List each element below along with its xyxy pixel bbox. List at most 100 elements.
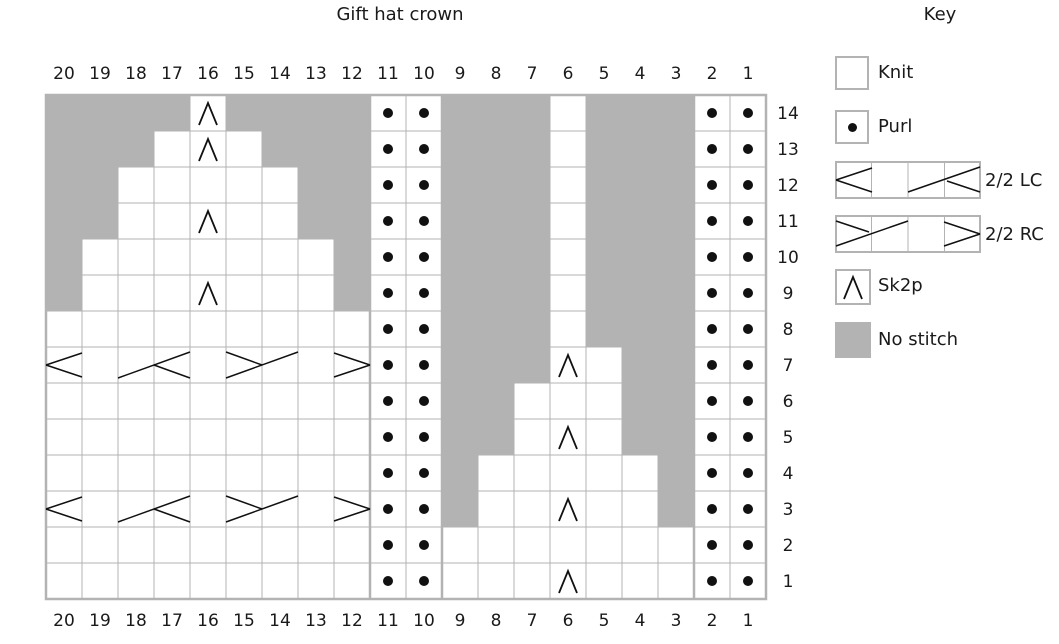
stitch-cell <box>513 346 551 384</box>
stitch-cell <box>117 310 155 348</box>
stitch-cell <box>261 130 299 168</box>
stitch-cell <box>261 202 299 240</box>
stitch-cell <box>81 490 119 528</box>
stitch-cell <box>585 94 623 132</box>
lc-cable-icon <box>45 496 83 510</box>
stitch-cell <box>621 310 659 348</box>
sk2p-icon <box>558 424 578 450</box>
purl-dot-icon <box>707 252 717 262</box>
stitch-cell <box>117 202 155 240</box>
stitch-cell <box>189 526 227 564</box>
purl-dot-icon <box>419 504 429 514</box>
stitch-cell <box>153 490 191 528</box>
stitch-cell <box>297 418 335 456</box>
stitch-cell <box>333 382 371 420</box>
stitch-cell <box>189 490 227 528</box>
column-number-top: 18 <box>125 64 147 84</box>
stitch-cell <box>441 418 479 456</box>
no-stitch-swatch-icon <box>835 322 871 358</box>
purl-dot-icon <box>383 252 393 262</box>
stitch-cell <box>45 238 83 276</box>
row-number: 1 <box>783 572 794 592</box>
stitch-cell <box>297 454 335 492</box>
purl-dot-icon <box>419 288 429 298</box>
purl-dot-icon <box>743 180 753 190</box>
stitch-cell <box>189 238 227 276</box>
column-number-bottom: 18 <box>125 611 147 631</box>
stitch-cell <box>513 238 551 276</box>
purl-dot-icon <box>707 324 717 334</box>
stitch-cell <box>261 346 299 384</box>
column-number-top: 16 <box>197 64 219 84</box>
rc-cable-line <box>225 495 299 523</box>
column-number-top: 5 <box>599 64 610 84</box>
stitch-cell <box>189 274 227 312</box>
column-number-bottom: 6 <box>563 611 574 631</box>
stitch-cell <box>117 166 155 204</box>
sk2p-icon <box>198 136 218 162</box>
stitch-cell <box>189 94 227 132</box>
stitch-cell <box>81 526 119 564</box>
purl-dot-icon <box>383 396 393 406</box>
stitch-cell <box>477 130 515 168</box>
purl-dot-icon <box>743 432 753 442</box>
stitch-cell <box>477 526 515 564</box>
purl-dot-icon <box>419 144 429 154</box>
stitch-cell <box>657 454 695 492</box>
stitch-cell <box>657 382 695 420</box>
stitch-cell <box>261 310 299 348</box>
column-number-bottom: 12 <box>341 611 363 631</box>
stitch-cell <box>261 562 299 600</box>
stitch-cell <box>117 490 155 528</box>
stitch-cell <box>45 382 83 420</box>
stitch-cell <box>189 346 227 384</box>
stitch-cell <box>477 382 515 420</box>
stitch-cell <box>189 130 227 168</box>
stitch-cell <box>153 274 191 312</box>
purl-dot-icon <box>743 288 753 298</box>
chart-border <box>44 93 768 601</box>
stitch-cell <box>261 454 299 492</box>
stitch-cell <box>513 310 551 348</box>
rc-cable-icon <box>225 495 263 510</box>
stitch-cell <box>45 310 83 348</box>
stitch-cell <box>513 202 551 240</box>
stitch-cell <box>117 94 155 132</box>
stitch-cell <box>513 418 551 456</box>
stitch-cell <box>441 562 479 600</box>
stitch-cell <box>657 346 695 384</box>
stitch-cell <box>621 94 659 132</box>
purl-dot-icon <box>707 180 717 190</box>
stitch-cell <box>225 490 263 528</box>
stitch-cell <box>585 274 623 312</box>
stitch-cell <box>117 238 155 276</box>
stitch-cell <box>189 310 227 348</box>
stitch-cell <box>81 202 119 240</box>
purl-dot-icon <box>383 432 393 442</box>
stitch-cell <box>81 274 119 312</box>
sk2p-icon <box>558 568 578 594</box>
column-number-top: 13 <box>305 64 327 84</box>
stitch-cell <box>153 238 191 276</box>
stitch-cell <box>225 454 263 492</box>
column-number-bottom: 5 <box>599 611 610 631</box>
stitch-cell <box>45 94 83 132</box>
stitch-cell <box>225 346 263 384</box>
stitch-cell <box>441 454 479 492</box>
stitch-cell <box>297 274 335 312</box>
legend-label-lc: 2/2 LC <box>985 170 1043 191</box>
legend-knit: Knit <box>835 56 913 90</box>
row-number: 2 <box>783 536 794 556</box>
stitch-cell <box>189 166 227 204</box>
stitch-cell <box>585 238 623 276</box>
stitch-cell <box>441 166 479 204</box>
stitch-cell <box>261 274 299 312</box>
stitch-cell <box>585 454 623 492</box>
purl-dot-icon <box>743 108 753 118</box>
stitch-cell <box>225 418 263 456</box>
stitch-cell <box>333 562 371 600</box>
stitch-cell <box>45 346 83 384</box>
stitch-cell <box>549 526 587 564</box>
column-number-top: 14 <box>269 64 291 84</box>
stitch-cell <box>333 310 371 348</box>
